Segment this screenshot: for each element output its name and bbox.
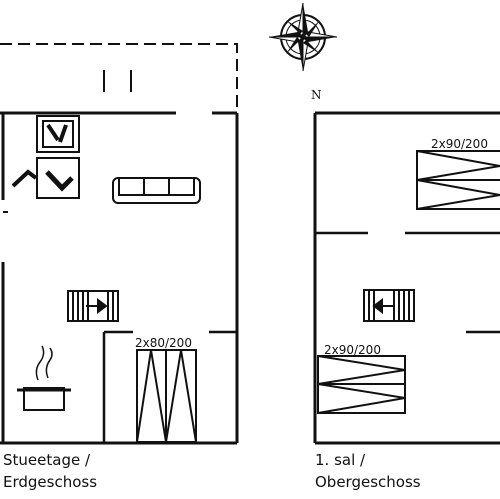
ground-staircase bbox=[67, 290, 119, 322]
pot-icon bbox=[17, 345, 71, 411]
compass-north-label: N bbox=[311, 88, 322, 102]
ground-floor-plan bbox=[0, 43, 239, 445]
upper-floor-label-line2: Obergeschoss bbox=[315, 473, 421, 491]
upper-bed-bottom bbox=[317, 355, 406, 414]
ground-floor-label-line2: Erdgeschoss bbox=[3, 473, 98, 491]
upper-floor-plan bbox=[313, 111, 500, 445]
compass-icon bbox=[268, 2, 338, 72]
upper-bed-top bbox=[416, 150, 500, 210]
terrace-outline bbox=[0, 43, 238, 108]
ground-bed bbox=[136, 349, 197, 443]
upper-bed-top-size: 2x90/200 bbox=[431, 137, 488, 151]
upper-staircase bbox=[363, 289, 415, 322]
ground-bed-size: 2x80/200 bbox=[135, 336, 192, 350]
upper-bed-bottom-size: 2x90/200 bbox=[324, 343, 381, 357]
ground-floor-label-line1: Stueetage / bbox=[3, 451, 91, 469]
chair-icon bbox=[11, 157, 80, 199]
toilet-icon bbox=[36, 115, 80, 153]
upper-floor-label-line1: 1. sal / bbox=[315, 451, 366, 469]
sofa-icon bbox=[112, 177, 201, 204]
